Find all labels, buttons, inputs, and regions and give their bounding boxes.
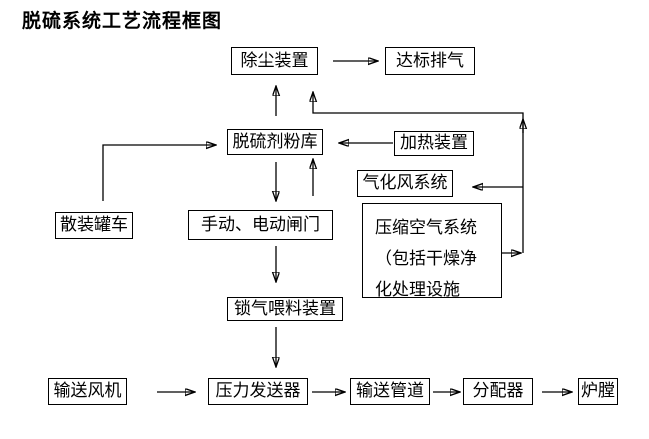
node-distributor: 分配器 (463, 378, 533, 405)
node-compressed-air-system: 压缩空气系统 （包括干燥净 化处理设施 (362, 203, 502, 300)
node-dust-collector: 除尘装置 (231, 47, 318, 75)
node-desulfurizer-silo: 脱硫剂粉库 (227, 129, 323, 155)
arrow-tanker-to-silo (102, 145, 216, 201)
node-bulk-tanker: 散装罐车 (55, 212, 133, 239)
node-conveying-fan: 输送风机 (48, 378, 127, 405)
node-manual-electric-gate: 手动、电动闸门 (188, 210, 333, 240)
node-pressure-transmitter: 压力发送器 (208, 378, 308, 405)
node-furnace: 炉膛 (578, 378, 618, 405)
node-conveying-pipeline: 输送管道 (350, 378, 430, 405)
page-title: 脱硫系统工艺流程框图 (22, 10, 223, 32)
node-airlock-feeder: 锁气喂料装置 (227, 297, 343, 321)
node-gasification-air-system: 气化风系统 (357, 170, 453, 197)
node-compliant-exhaust: 达标排气 (385, 47, 475, 75)
node-heating-device: 加热装置 (394, 131, 474, 156)
